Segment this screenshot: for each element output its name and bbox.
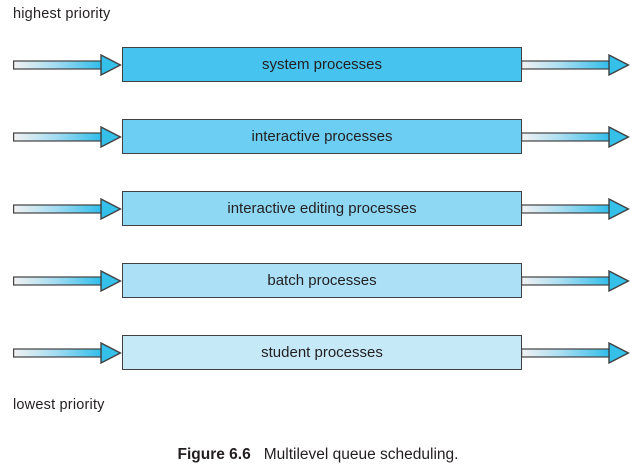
queue-row-student: student processes xyxy=(0,335,636,370)
inbound-arrow-icon xyxy=(13,125,122,148)
highest-priority-label: highest priority xyxy=(13,6,111,22)
arrow-head xyxy=(100,53,122,76)
queue-box: system processes xyxy=(122,47,522,82)
figure-title: Multilevel queue scheduling. xyxy=(263,446,459,463)
outbound-arrow-icon xyxy=(521,341,630,364)
arrow-head xyxy=(608,197,630,220)
inbound-arrow-icon xyxy=(13,53,122,76)
inbound-arrow-icon xyxy=(13,269,122,292)
queue-row-system: system processes xyxy=(0,47,636,82)
queue-box: interactive processes xyxy=(122,119,522,154)
queue-box: interactive editing processes xyxy=(122,191,522,226)
arrow-head xyxy=(100,125,122,148)
queue-label: system processes xyxy=(261,56,383,73)
arrow-head xyxy=(608,125,630,148)
inbound-arrow-icon xyxy=(13,197,122,220)
queue-box: batch processes xyxy=(122,263,522,298)
outbound-arrow-icon xyxy=(521,269,630,292)
queue-row-batch: batch processes xyxy=(0,263,636,298)
outbound-arrow-icon xyxy=(521,53,630,76)
figure-caption: Figure 6.6 Multilevel queue scheduling. xyxy=(0,446,636,464)
arrow-head xyxy=(100,341,122,364)
inbound-arrow-icon xyxy=(13,341,122,364)
arrow-head xyxy=(608,269,630,292)
outbound-arrow-icon xyxy=(521,197,630,220)
lowest-priority-label: lowest priority xyxy=(13,397,105,413)
queue-label: student processes xyxy=(261,344,383,361)
outbound-arrow-icon xyxy=(521,125,630,148)
queue-label: interactive processes xyxy=(251,128,393,145)
queue-label: interactive editing processes xyxy=(227,200,417,217)
arrow-head xyxy=(608,53,630,76)
queue-label: batch processes xyxy=(267,272,377,289)
figure-number: Figure 6.6 xyxy=(177,446,251,463)
queue-box: student processes xyxy=(122,335,522,370)
arrow-head xyxy=(100,197,122,220)
queue-row-interactive-editing: interactive editing processes xyxy=(0,191,636,226)
arrow-head xyxy=(608,341,630,364)
arrow-head xyxy=(100,269,122,292)
queue-row-interactive: interactive processes xyxy=(0,119,636,154)
